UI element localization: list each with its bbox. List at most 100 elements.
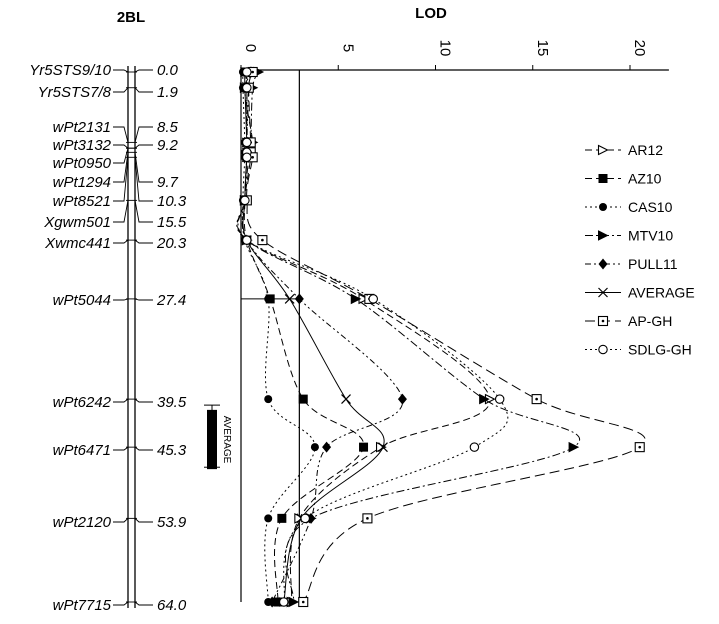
- marker-position-wpt3132: 9.2: [157, 137, 179, 154]
- legend-marker: [598, 230, 609, 241]
- legend-item-average: AVERAGE: [585, 285, 695, 301]
- series-line-pull11: [241, 71, 403, 603]
- marker-connector-left: [113, 398, 129, 403]
- marker-connector-left: [113, 148, 129, 164]
- marker-connector-right: [134, 398, 153, 403]
- marker-connector-left: [113, 298, 129, 301]
- marker-position-wpt6242: 39.5: [157, 394, 187, 411]
- marker-connector-right: [134, 518, 153, 523]
- point-sdlg-gh: [469, 442, 480, 452]
- marker-name-wpt7715: wPt7715: [53, 597, 112, 614]
- point-sdlg-gh: [279, 597, 289, 607]
- legend-item-az10: AZ10: [585, 171, 662, 187]
- legend-item-ar12: AR12: [585, 142, 663, 158]
- point-mtv10: [479, 393, 490, 405]
- point-ap-gh: [634, 442, 645, 453]
- marker-position-wpt2120: 53.9: [157, 514, 187, 531]
- marker-name-wpt6471: wPt6471: [53, 442, 111, 459]
- lod-tick-label: 0: [242, 44, 259, 52]
- point-mtv10: [288, 596, 300, 608]
- marker-connector-right: [134, 200, 153, 223]
- point-cas10: [264, 294, 273, 303]
- point-ap-gh: [298, 596, 309, 608]
- marker-name-wpt0950: wPt0950: [53, 155, 112, 172]
- marker-name-wpt2120: wPt2120: [53, 514, 112, 531]
- legend-label: AVERAGE: [628, 285, 695, 301]
- point-cas10: [264, 514, 273, 523]
- legend-marker: [598, 344, 608, 355]
- point-sdlg-gh: [300, 513, 310, 524]
- lod-tick-label: 20: [631, 40, 648, 57]
- qtl-core-box: [207, 409, 217, 470]
- marker-name-wpt3132: wPt3132: [53, 137, 112, 154]
- point-ap-gh-dot: [251, 70, 254, 74]
- marker-connector-right: [134, 126, 153, 143]
- legend-marker: [598, 258, 608, 270]
- series-pull11: [240, 66, 407, 608]
- marker-connector-right: [134, 601, 153, 606]
- marker-position-wpt2131: 8.5: [157, 119, 179, 136]
- legend-item-mtv10: MTV10: [585, 228, 673, 244]
- legend-marker: [599, 203, 607, 211]
- marker-position-xwmc441: 20.3: [156, 235, 187, 252]
- legend-label: PULL11: [628, 256, 678, 272]
- point-average: [378, 442, 388, 453]
- point-ap-gh-dot: [261, 238, 264, 242]
- point-sdlg-gh: [368, 294, 379, 304]
- lod-tick-label: 10: [437, 40, 454, 57]
- point-az10: [298, 394, 308, 404]
- point-sdlg-gh: [242, 67, 252, 77]
- marker-name-wpt6242: wPt6242: [53, 394, 112, 411]
- marker-connector-right: [134, 144, 153, 149]
- point-mtv10: [568, 441, 580, 453]
- marker-connector-left: [113, 126, 129, 143]
- marker-connector-left: [113, 200, 129, 223]
- legend-marker: [597, 315, 609, 327]
- legend-item-ap-gh: AP-GH: [585, 313, 672, 329]
- legend-item-cas10: CAS10: [585, 199, 673, 215]
- point-pull11: [294, 293, 304, 305]
- lod-axes: 0 5 10 15 20: [240, 40, 669, 602]
- marker-connector-left: [113, 69, 129, 73]
- chromosome-title: 2BL: [117, 9, 145, 26]
- legend-label: AZ10: [628, 171, 662, 187]
- marker-name-xgwm501: Xgwm501: [43, 214, 111, 231]
- point-ap-gh-dot: [301, 600, 305, 604]
- point-sdlg-gh: [242, 152, 252, 163]
- marker-position-yr5sts9-10: 0.0: [157, 62, 179, 79]
- point-ap-gh: [362, 513, 373, 524]
- marker-position-xgwm501: 15.5: [157, 214, 187, 231]
- point-sdlg-gh: [242, 82, 252, 93]
- legend-marker: [597, 144, 609, 156]
- point-sdlg-gh: [242, 137, 252, 148]
- legend: AR12AZ10CAS10MTV10PULL11AVERAGEAP-GHSDLG…: [585, 142, 695, 358]
- lod-axis-title: LOD: [415, 5, 447, 22]
- marker-position-wpt1294: 9.7: [157, 174, 179, 191]
- point-az10: [277, 513, 287, 523]
- point-ap-gh-dot: [535, 397, 538, 401]
- legend-label: MTV10: [628, 228, 673, 244]
- point-average: [341, 394, 351, 405]
- marker-name-wpt5044: wPt5044: [53, 292, 111, 309]
- legend-label: AR12: [628, 142, 663, 158]
- marker-connector-left: [113, 152, 129, 183]
- marker-position-wpt6471: 45.3: [157, 442, 187, 459]
- point-average: [284, 293, 295, 304]
- marker-name-xwmc441: Xwmc441: [44, 235, 111, 252]
- legend-marker: [598, 287, 608, 298]
- legend-marker-dot: [601, 319, 605, 323]
- legend-marker: [598, 174, 608, 183]
- point-ap-gh-dot: [366, 517, 369, 520]
- lod-tick-label: 15: [534, 40, 551, 57]
- lod-tick-label: 5: [339, 44, 356, 52]
- marker-position-wpt5044: 27.4: [156, 292, 186, 309]
- series-mtv10: [237, 66, 581, 608]
- marker-position-wpt7715: 64.0: [157, 597, 187, 614]
- marker-connector-left: [113, 144, 129, 149]
- marker-connector-left: [113, 446, 129, 451]
- marker-connector-left: [113, 239, 129, 244]
- marker-connector-left: [113, 157, 129, 202]
- series-ap-gh: [241, 66, 646, 608]
- point-ap-gh: [257, 235, 268, 246]
